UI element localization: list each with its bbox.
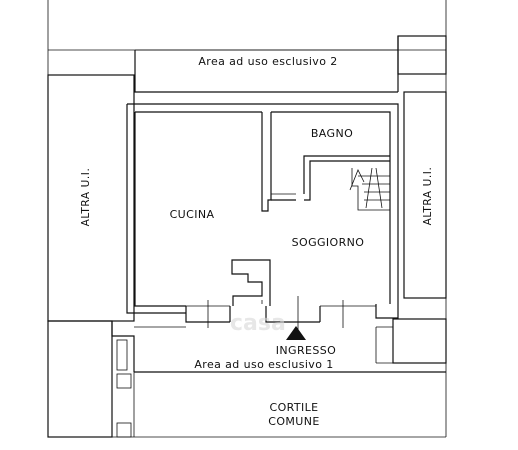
- opening-ticks: [207, 296, 344, 330]
- soggiorno-label: SOGGIORNO: [292, 236, 365, 249]
- cucina-label: CUCINA: [170, 208, 215, 221]
- hatched-block-bottom-left: [47, 320, 113, 438]
- watermark-logo: casa: [230, 311, 286, 336]
- stair-arrow-icon: [349, 169, 365, 191]
- stair: [349, 167, 390, 211]
- altra-ui-left-label: ALTRA U.I.: [80, 168, 92, 227]
- ingresso-label: INGRESSO: [276, 344, 336, 357]
- area-esclusivo-2-label: Area ad uso esclusivo 2: [198, 55, 337, 68]
- bagno-label: BAGNO: [311, 127, 353, 140]
- cortile-label-line2: COMUNE: [268, 415, 319, 428]
- hatched-block-bottom-right: [392, 318, 447, 364]
- altra-ui-right-block: [403, 91, 447, 299]
- interior-partitions: [231, 112, 390, 306]
- altra-ui-right-label: ALTRA U.I.: [422, 167, 434, 226]
- apartment-walls: [126, 103, 399, 323]
- hatched-block-top-right: [397, 35, 447, 75]
- area-esclusivo-1-zone: [111, 321, 446, 438]
- area-esclusivo-1-label: Area ad uso esclusivo 1: [194, 358, 333, 371]
- entrance-triangle-icon: [286, 326, 306, 340]
- cortile-label-line1: CORTILE: [269, 401, 318, 414]
